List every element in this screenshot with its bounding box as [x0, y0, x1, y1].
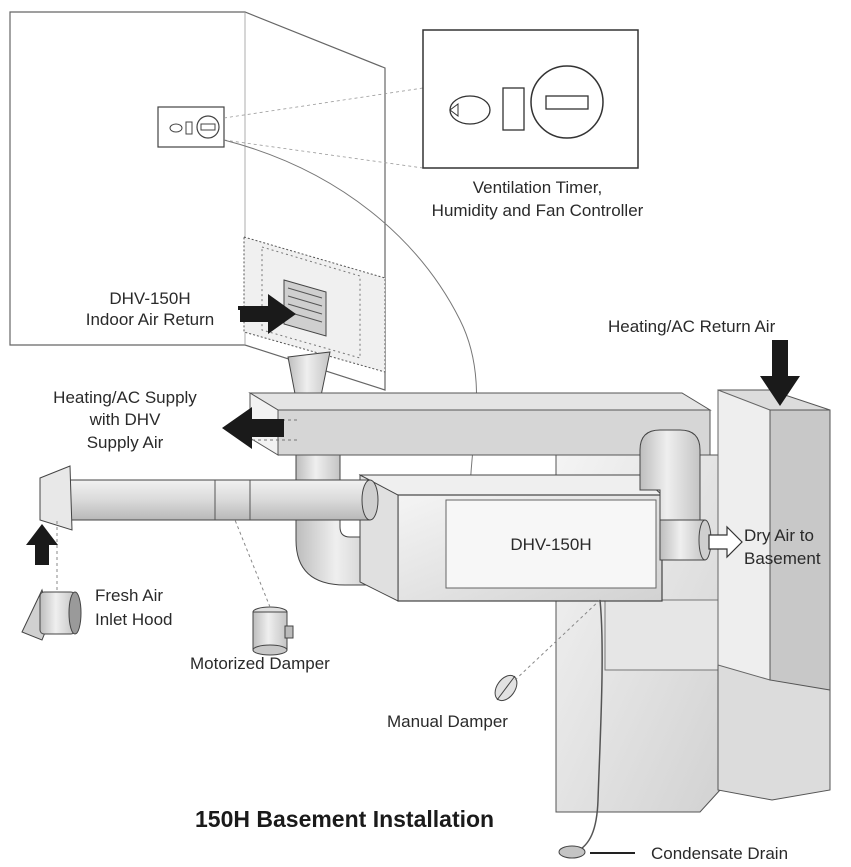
manual-damper-label: Manual Damper: [387, 712, 508, 731]
motorized-damper-icon: [252, 606, 294, 656]
motorized-leader: [234, 519, 271, 608]
condensate-drain-label: Condensate Drain: [651, 844, 789, 863]
diagram-title: 150H Basement Installation: [195, 806, 495, 832]
fresh-air-label-line1: Fresh Air: [95, 586, 164, 605]
controller-label-line2: Humidity and Fan Controller: [431, 201, 644, 220]
indoor-return-label-line1: DHV-150H: [109, 289, 191, 308]
motorized-damper-label: Motorized Damper: [190, 654, 330, 673]
manual-damper-icon: [494, 674, 518, 702]
hvac-supply-trunk: [248, 392, 712, 456]
indoor-return-label-line2: Indoor Air Return: [60, 310, 240, 330]
return-grille: [243, 236, 386, 373]
supply-air-arrow-icon: [222, 407, 284, 449]
manual-leader: [514, 599, 601, 681]
hvac-return-label: Heating/AC Return Air: [608, 317, 776, 336]
controller-label-line1: Ventilation Timer,: [472, 178, 603, 197]
hvac-return-arrow-icon: [760, 340, 800, 406]
hvac-return-duct: [717, 389, 831, 801]
unit-label: DHV-150H: [510, 535, 592, 554]
condensate-line: [575, 599, 603, 853]
fresh-air-label-line2: Inlet Hood: [95, 610, 173, 629]
wall-controller-icon: [157, 106, 225, 148]
fresh-air-arrow-icon: [26, 524, 58, 565]
supply-label-line3: Supply Air: [86, 433, 164, 452]
dry-air-duct: [639, 429, 712, 561]
controller-inset: [422, 29, 639, 169]
supply-label-line1: Heating/AC Supply: [53, 388, 197, 407]
dry-air-label-line2: Basement: [744, 549, 821, 568]
dry-air-arrow-icon: [708, 525, 743, 559]
dhv-unit: [358, 474, 664, 602]
dry-air-label-line1: Dry Air to: [744, 526, 814, 545]
fresh-air-duct: [39, 465, 379, 531]
indoor-return-arrow-icon: [238, 294, 296, 334]
fresh-air-hood-icon: [21, 588, 82, 641]
condensate-drain-icon: [558, 845, 586, 859]
supply-label-line2: with DHV: [89, 410, 161, 429]
